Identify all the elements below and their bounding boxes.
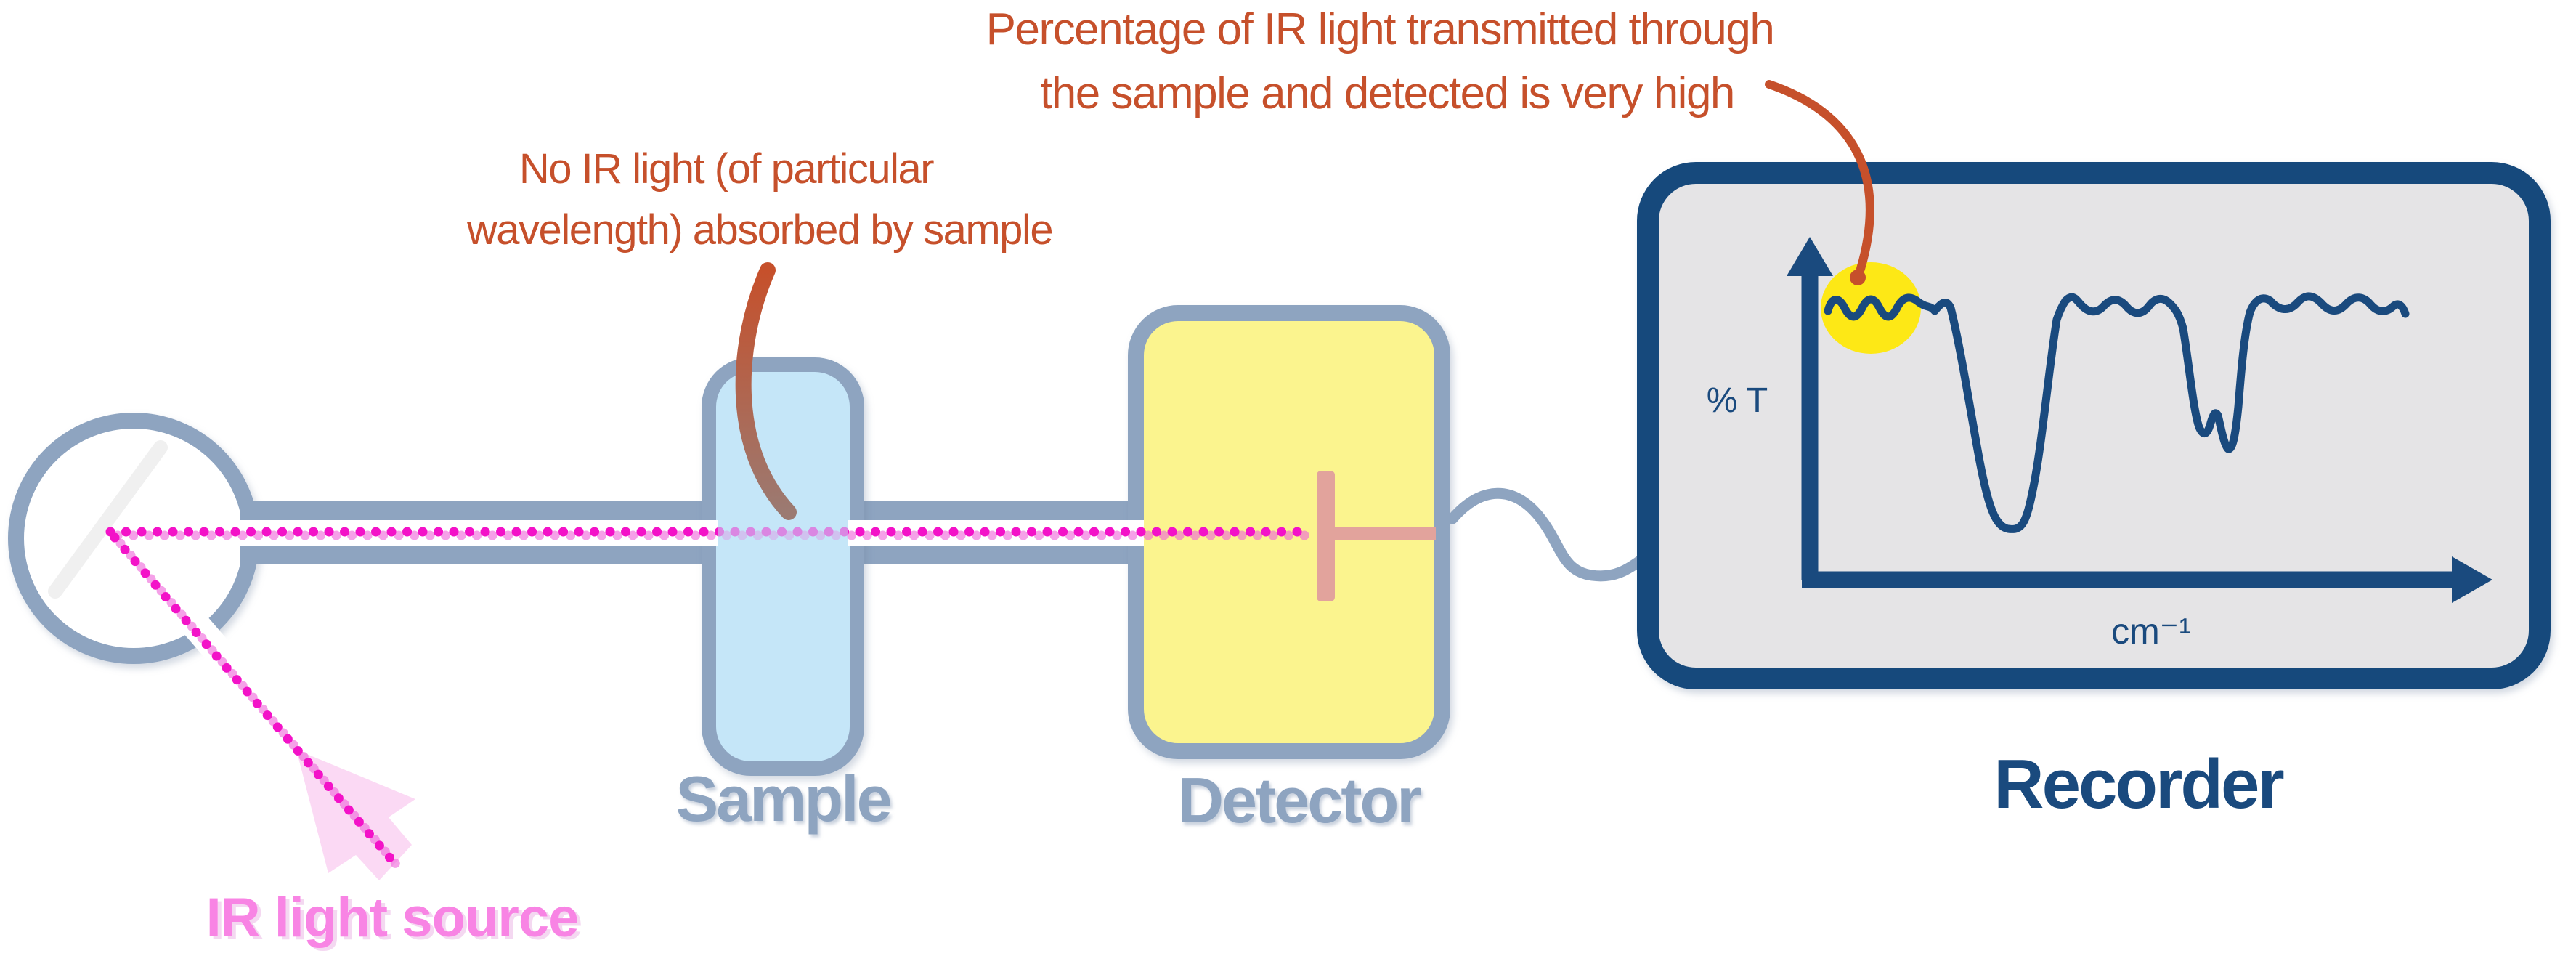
annotation-absorbed-line2: wavelength) absorbed by sample [466,206,1054,254]
sample-interior-overlay [718,373,848,760]
sample-label: Sample [675,763,892,835]
detector-label: Detector [1177,764,1422,836]
y-axis-arrow-icon [1787,237,1833,276]
spectrum-curve [1824,292,2410,533]
plot-ylabel: % T [1706,381,1768,420]
annotation-connector-absorbed [735,262,797,520]
plot-xlabel: cm⁻¹ [2111,611,2191,652]
x-axis-arrow-icon [2452,556,2492,603]
annotation-transmitted-line2: the sample and detected is very high [1040,68,1735,118]
ir-light-source-label: IR light source [206,887,580,949]
annotation-endpoint-dot [1850,270,1866,285]
detector-sensor-t [1317,471,1436,601]
annotation-absorbed-line1: No IR light (of particular [519,145,935,193]
annotation-transmitted-line1: Percentage of IR light transmitted throu… [986,4,1775,54]
recorder-label: Recorder [1994,745,2284,823]
annotation-connector-transmitted [1765,80,1874,273]
signal-cable [1447,487,1651,582]
ir-beam-diagonal [110,532,405,874]
highlight-ellipse [1821,262,1921,354]
mirror-icon [48,440,168,599]
recorder-panel [1637,162,2551,689]
